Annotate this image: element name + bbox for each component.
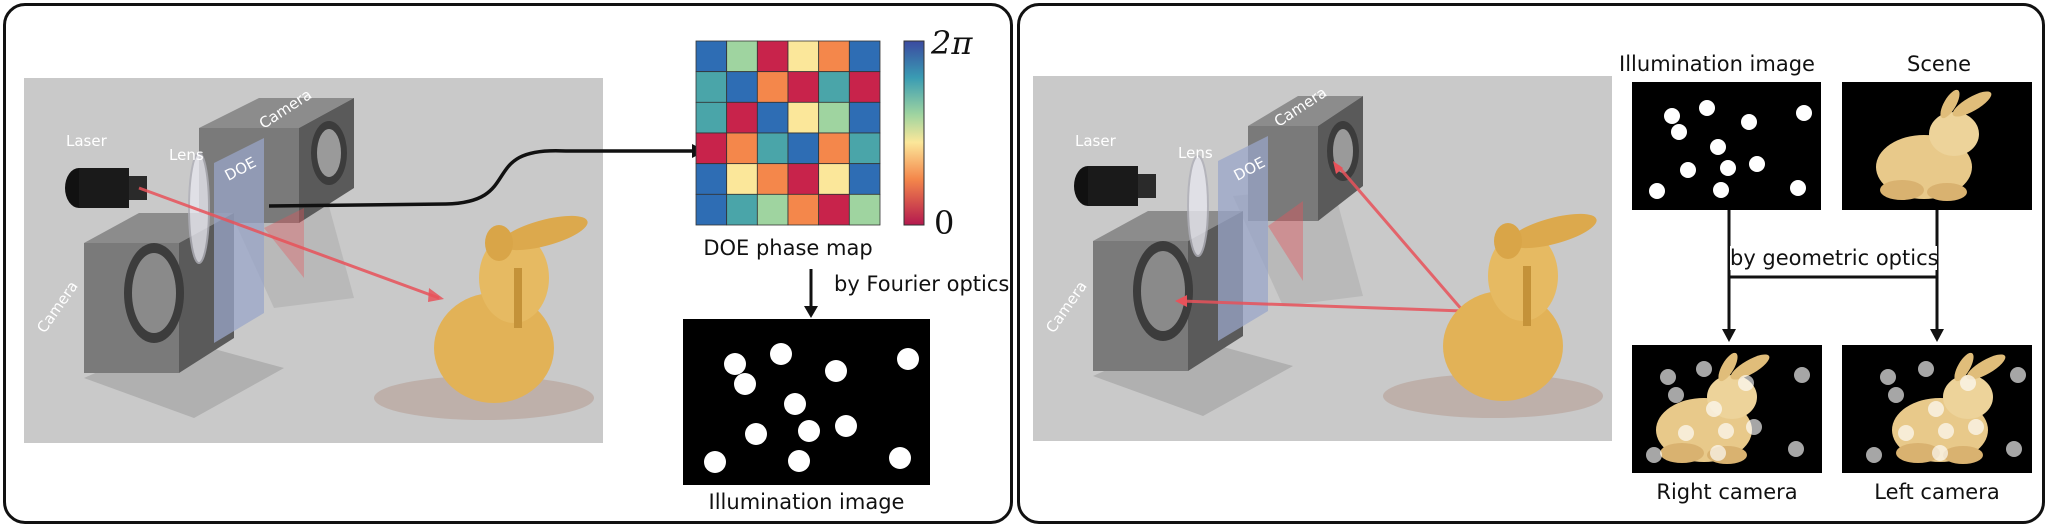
- phase-cell: [818, 71, 850, 103]
- phase-cell: [756, 132, 789, 165]
- left-camera-render: [1866, 352, 2026, 464]
- illumination-title-right: Illumination image: [1619, 52, 1815, 76]
- right-camera-caption: Right camera: [1656, 480, 1798, 504]
- lens-label: Lens: [169, 146, 204, 164]
- phase-cell: [756, 163, 789, 195]
- scene-render-left: Laser Lens DOE Camera Camera: [24, 78, 603, 443]
- phase-cell: [848, 132, 881, 165]
- phase-cell: [848, 163, 881, 195]
- scene-image: [1842, 82, 2032, 210]
- right-camera-image: [1632, 345, 1822, 473]
- scene-render-right: Laser Lens DOE Camera Camera: [1033, 76, 1612, 441]
- phase-colorbar: [903, 40, 925, 226]
- bunny-object: [434, 215, 588, 403]
- phase-cell: [848, 40, 881, 73]
- phase-cell: [848, 193, 881, 226]
- phase-cell: [787, 71, 820, 103]
- phase-cell: [787, 101, 820, 134]
- geometric-optics-label: by geometric optics: [1730, 246, 1939, 270]
- phase-cell: [756, 193, 789, 226]
- phase-cell: [726, 132, 758, 165]
- illumination-dots-right: [1649, 100, 1812, 199]
- illumination-dots-left: [704, 343, 919, 473]
- phase-cell: [818, 193, 850, 226]
- phase-cell: [818, 163, 850, 195]
- phase-cell: [848, 71, 881, 103]
- phase-cell: [756, 71, 789, 103]
- illumination-image-left: [683, 319, 930, 485]
- phase-cell: [726, 71, 758, 103]
- right-camera-render: [1646, 352, 1810, 464]
- phase-cell: [787, 40, 820, 73]
- left-panel: Laser Lens DOE Camera Camera 2π 0 DOE p: [3, 3, 1013, 524]
- phase-cell: [787, 163, 820, 195]
- colorbar-max-label: 2π: [931, 24, 973, 62]
- phase-cell: [695, 193, 728, 226]
- scene-title: Scene: [1906, 52, 1972, 76]
- phase-cell: [787, 193, 820, 226]
- phase-cell: [726, 40, 758, 73]
- phase-cell: [818, 132, 850, 165]
- phase-cell: [756, 40, 789, 73]
- laser-device: [65, 168, 147, 208]
- phase-cell: [695, 101, 728, 134]
- bunny-object-right: [1443, 213, 1597, 401]
- phase-cell: [695, 40, 728, 73]
- left-camera-image: [1842, 345, 2032, 473]
- phase-cell: [695, 71, 728, 103]
- phase-map-caption: DOE phase map: [703, 236, 873, 260]
- phase-cell: [818, 40, 850, 73]
- lens-label-right: Lens: [1178, 144, 1213, 162]
- fourier-optics-label: by Fourier optics: [834, 272, 1010, 296]
- phase-cell: [787, 132, 820, 165]
- laser-device-right: [1074, 166, 1156, 206]
- phase-cell: [756, 101, 789, 134]
- doe-phase-map-grid: [695, 40, 881, 226]
- scene-illustration-right: [1074, 96, 1603, 418]
- colorbar-min-label: 0: [934, 204, 955, 242]
- phase-cell: [726, 193, 758, 226]
- phase-cell: [818, 101, 850, 134]
- laser-label-right: Laser: [1075, 132, 1116, 150]
- geometric-optics-arrows: [1722, 210, 1944, 342]
- scene-bunny: [1876, 89, 1992, 201]
- phase-cell: [848, 101, 881, 134]
- phase-cell: [695, 163, 728, 195]
- illumination-caption-left: Illumination image: [708, 490, 905, 514]
- left-camera-caption: Left camera: [1874, 480, 2000, 504]
- laser-label: Laser: [66, 132, 107, 150]
- phase-cell: [695, 132, 728, 165]
- phase-cell: [726, 163, 758, 195]
- phase-cell: [726, 101, 758, 134]
- illumination-image-right: [1632, 82, 1821, 210]
- scene-illustration-left: [65, 98, 594, 420]
- right-panel: Laser Lens DOE Camera Camera Illuminatio…: [1017, 3, 2045, 524]
